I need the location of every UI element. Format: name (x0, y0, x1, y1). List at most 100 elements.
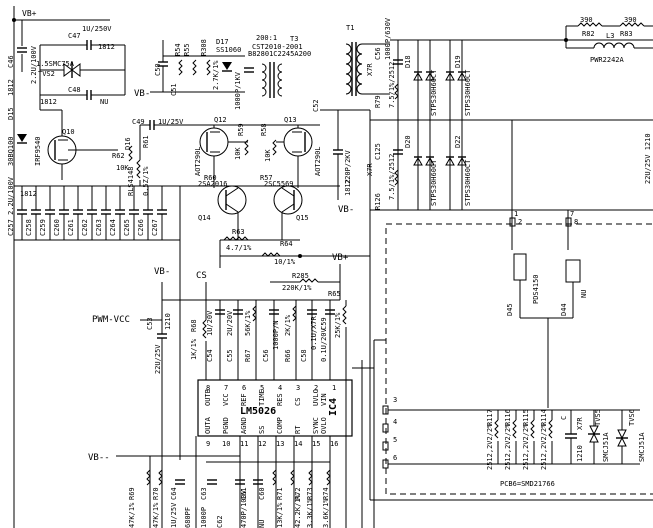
r73-label: R73 (306, 487, 314, 500)
ic-bottom-pins: OUTA PGND AGND SS COMP RT SYNC OVLO 9 10… (204, 416, 338, 448)
cap-bank-1: C258 (25, 219, 33, 236)
net-vb-minus-mid: VB- (134, 89, 150, 99)
r71-value: 13K/1% (276, 502, 284, 528)
q14-label: Q14 (198, 214, 211, 222)
ic-bot-num-11: 11 (240, 440, 248, 448)
r126-label: R126 (374, 193, 382, 210)
d15-label: D15 (7, 107, 15, 120)
c60-value: NU (258, 520, 266, 528)
r116-value: 2512,2V2/2% (504, 423, 512, 470)
c64-label: C64 (170, 487, 178, 500)
driver-block: C50 R54 R55 R308 2.7K/1% D17 SS1060 VB- … (132, 34, 370, 268)
cap-bank-6: C263 (95, 219, 103, 236)
pin-1: 1 (514, 210, 518, 218)
r116-label: R116 (504, 409, 512, 426)
c50-label: C50 (154, 63, 162, 76)
cap-bank-package: 1812 (20, 190, 37, 198)
c56-value: 1000P/630V (384, 17, 392, 60)
q12-label: Q12 (214, 116, 227, 124)
bottom-row: VB-- R69 47K/1% R70 47K/1% C64 1U/25V 68… (88, 380, 331, 528)
left-block: VB+ C46 2.2U/100V 1812 D15 30BQ100 C47 1… (7, 6, 180, 528)
c49-label: C49 (132, 118, 145, 126)
ic-pin-vin: VIN (320, 393, 328, 406)
pin-8: 8 (574, 218, 578, 226)
ic-name: LM5026 (240, 406, 276, 417)
c60-label: C60 (258, 487, 266, 500)
pin-2: 2 (518, 218, 522, 226)
ic-pin-pgnd: PGND (222, 417, 230, 434)
pin-3: 3 (393, 396, 397, 404)
c48-package: 1812 (40, 98, 57, 106)
cap-bank-10: C267 (151, 219, 159, 236)
r82-value: 390 (580, 16, 593, 24)
c52-package: 1812 (344, 179, 352, 196)
r73-value: 3.3K/1% (306, 498, 314, 528)
cap-1000p: 1000P/1KV (234, 71, 242, 110)
c54-value: 1U/20V (206, 310, 214, 336)
tvs2-value: 1.5SMC75A (36, 60, 75, 68)
c52-label: C52 (312, 99, 320, 112)
q10-label: Q10 (62, 128, 75, 136)
tvs2-label: TVS2 (38, 70, 55, 78)
r65-value: 25K/1% (334, 312, 342, 338)
c52-value: 220P/2KV (344, 149, 352, 184)
t1-label: T1 (346, 24, 354, 32)
r79-label: R79 (374, 95, 382, 108)
r285-label: R285 (292, 272, 309, 280)
cap-bank-5: C262 (81, 219, 89, 236)
ic-bot-num-13: 13 (276, 440, 284, 448)
r67-value: 56K/1% (244, 310, 252, 336)
d44-value: NU (580, 290, 588, 298)
r68-value: 1K/1% (190, 338, 198, 360)
ic-pin-uvlo: UVLO (312, 389, 320, 406)
l3-value: PWR2242A (590, 56, 625, 64)
r71-label: R71 (276, 487, 284, 500)
r285-value: 220K/1% (282, 284, 312, 292)
c47-label: C47 (68, 32, 81, 40)
c47-package: 1812 (98, 43, 115, 51)
q15-value: 2SC5569 (264, 180, 294, 188)
d18-value: STPS30H60CT (430, 69, 438, 116)
r66-label: R66 (284, 349, 292, 362)
r58-label: R58 (260, 123, 268, 136)
c56-label: C56 (374, 47, 382, 60)
r61-label: R61 (142, 135, 150, 148)
ic-lm5026 (197, 379, 353, 437)
r72-label: R72 (294, 487, 302, 500)
r117-label: R117 (486, 409, 494, 426)
r74-label: R74 (322, 487, 330, 500)
d17-label: D17 (216, 38, 229, 46)
c58-value: 0.1U/X7R (310, 315, 318, 350)
controller-block: VB- CS VB+ PWM-VCC C53 1210 22U/25V R68 … (92, 110, 653, 528)
net-cs: CS (196, 271, 207, 281)
ic-top-num-5: 5 (260, 384, 264, 392)
cap-bank-8: C265 (123, 219, 131, 236)
l3-label: L3 (606, 32, 614, 40)
d18-label: D18 (404, 55, 412, 68)
q15-label: Q15 (296, 214, 309, 222)
c62-label: C62 (216, 515, 224, 528)
cap-bank-0: C257 2.2U/100V (7, 176, 15, 236)
r62-value: 10K (116, 164, 129, 172)
c-value: 1210 (576, 445, 584, 462)
cap-bank-7: C264 (109, 219, 117, 236)
ic-top-pins: 8 7 6 5 4 3 2 1 OUTB VCC REF TIME RES CS… (204, 384, 336, 406)
r70-label: R70 (152, 487, 160, 500)
r60-value: 10K (234, 147, 242, 160)
c46-value: 2.2U/100V (30, 45, 38, 84)
r66-value: 2K/1% (284, 314, 292, 336)
r308-value: 2.7K/1% (212, 60, 220, 90)
r55-label: R55 (183, 43, 191, 56)
r308-label: R308 (200, 39, 208, 56)
r69-label: R69 (128, 487, 136, 500)
d22-value: STPS30H60CT (464, 159, 472, 206)
d19-value: STPS30H60CT (464, 69, 472, 116)
cap-bank-4: C261 (67, 219, 75, 236)
ic-top-num-3: 3 (296, 384, 300, 392)
d17-value: SS1060 (216, 46, 241, 54)
net-vb-minus-right: VB- (338, 205, 354, 215)
ic-pin-outa: OUTA (204, 416, 212, 434)
c-label: C (560, 416, 568, 420)
ic-pin-ref: REF (240, 393, 248, 406)
r59-label: R59 (237, 123, 245, 136)
